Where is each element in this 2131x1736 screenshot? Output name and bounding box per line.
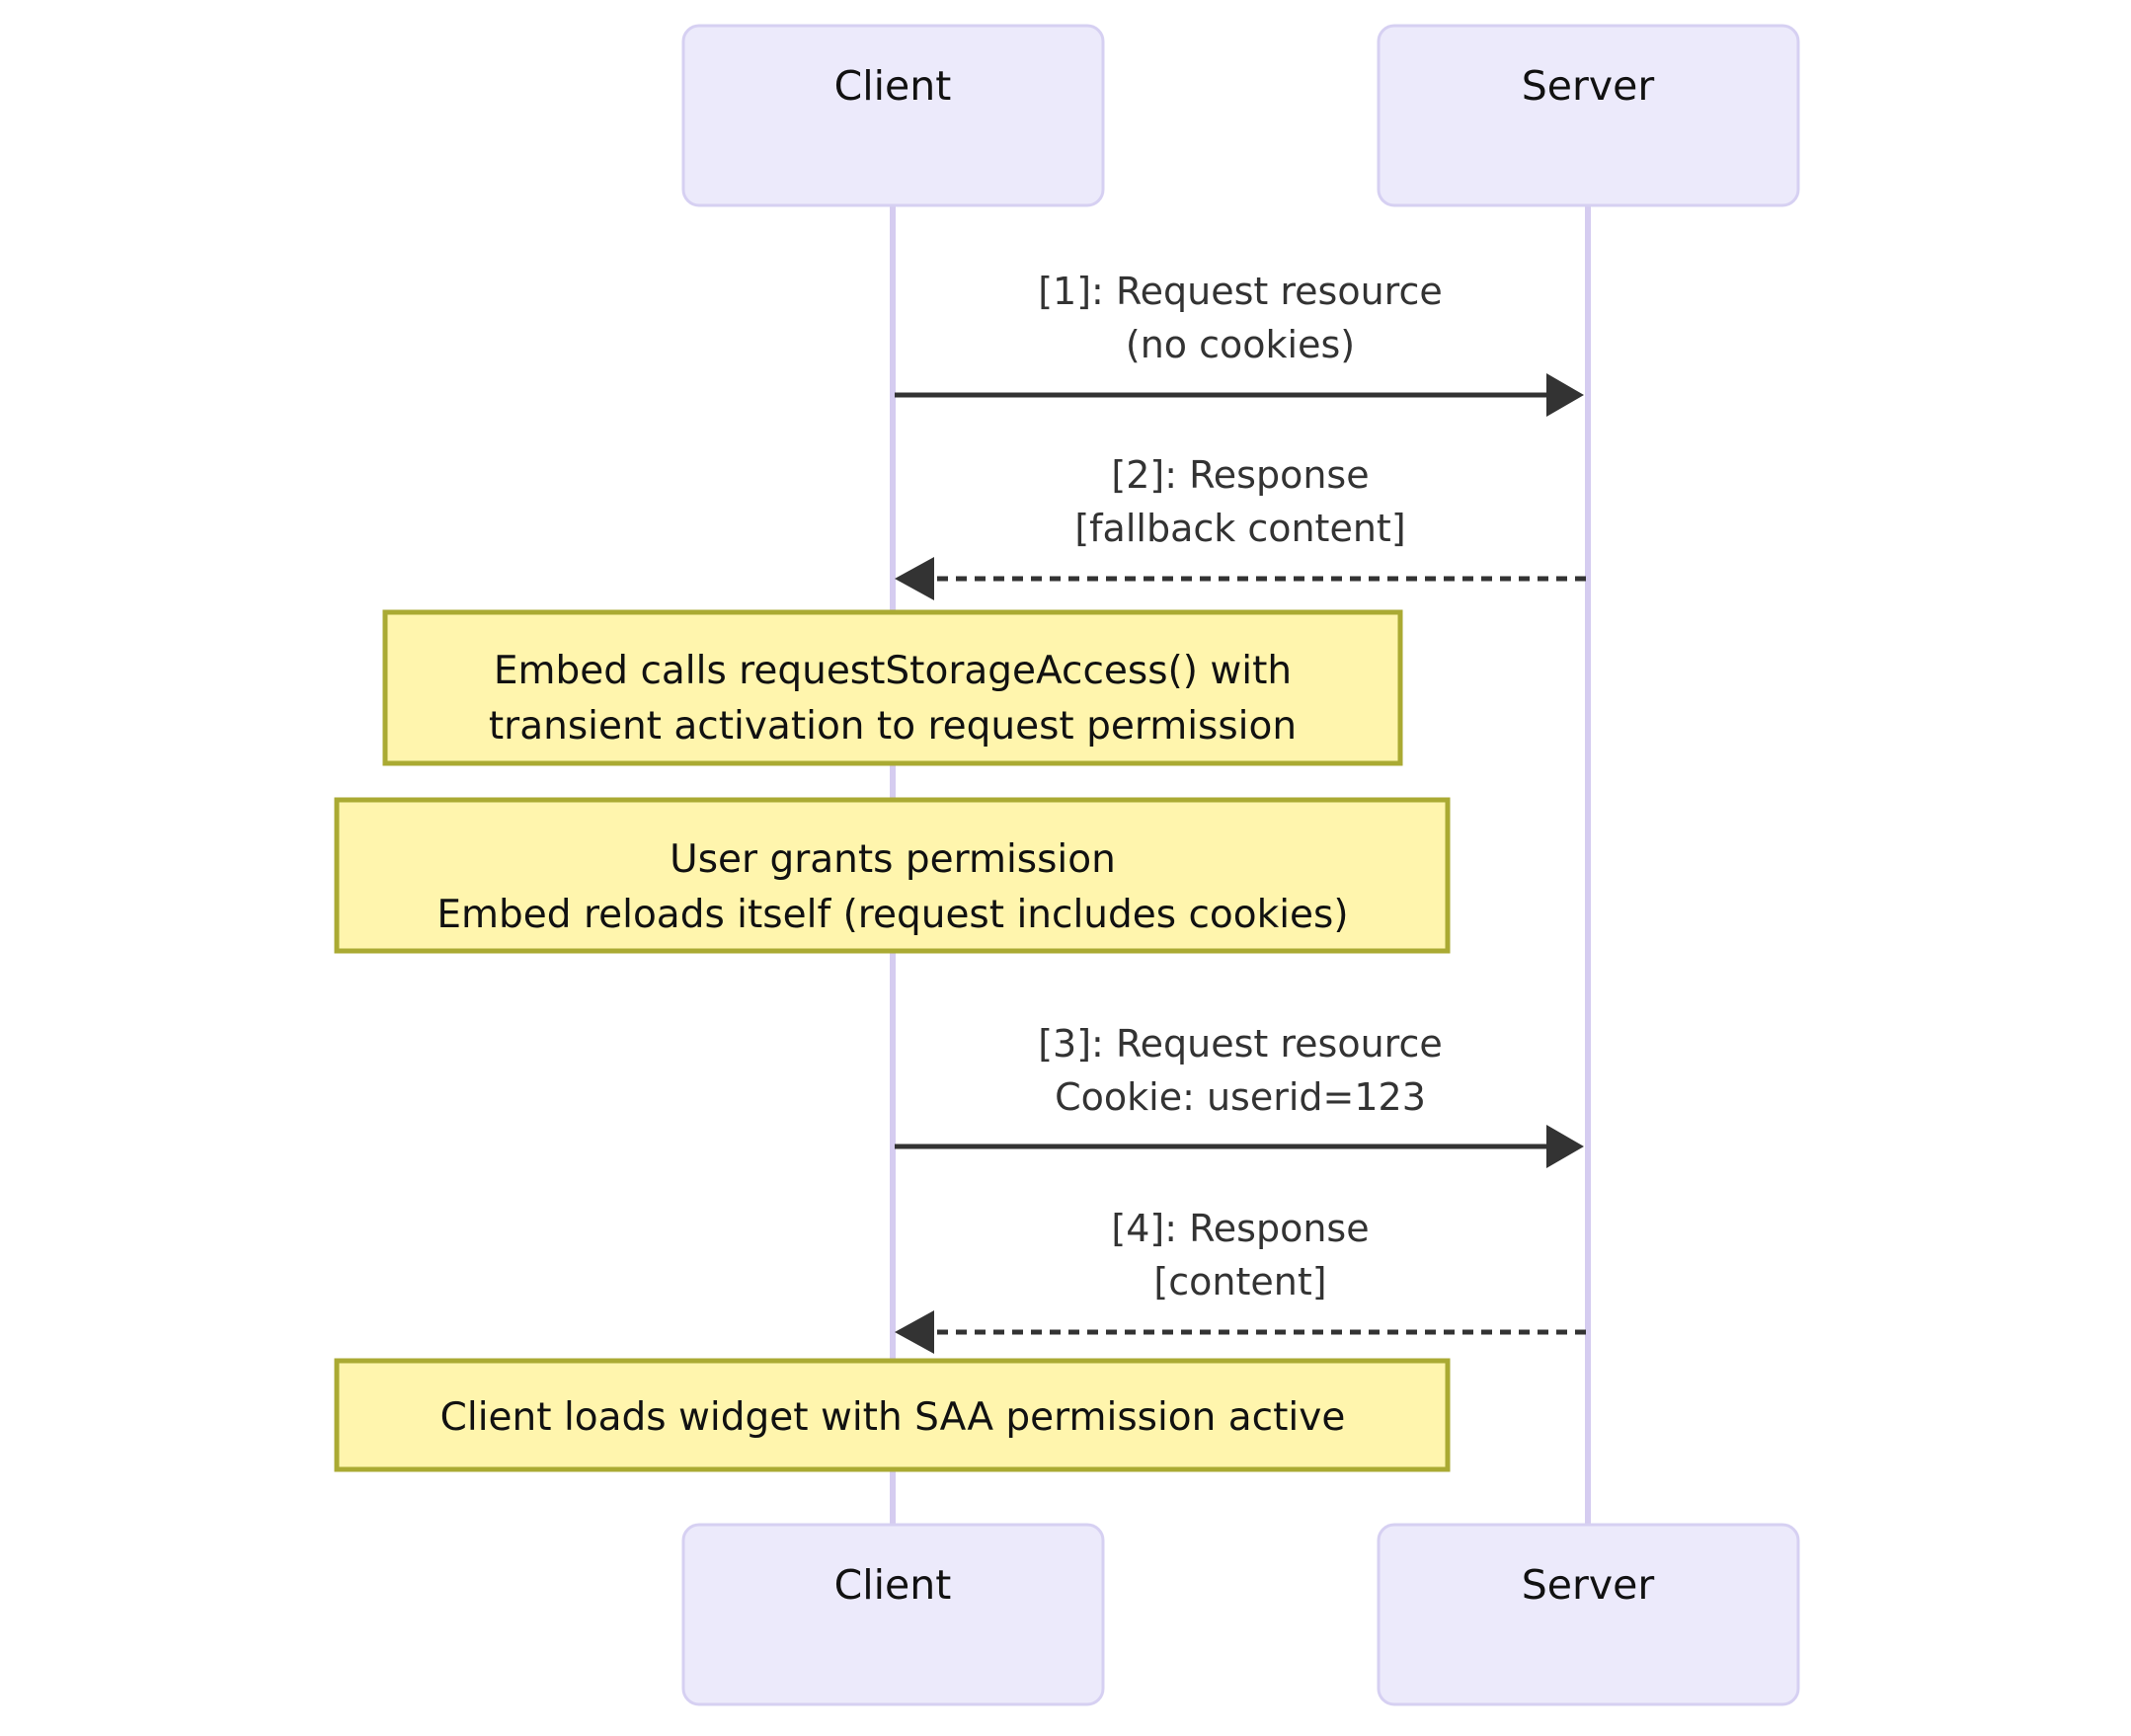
message-2-label-line-1: [2]: Response	[1111, 453, 1369, 497]
message-1-label-line-1: [1]: Request resource	[1038, 270, 1443, 313]
note-3-line-1: Client loads widget with SAA permission …	[440, 1395, 1346, 1440]
actor-box-server-bottom[interactable]	[1377, 1523, 1800, 1706]
actor-header-client[interactable]: Client	[681, 24, 1105, 207]
message-3: [3]: Request resource Cookie: userid=123	[895, 1022, 1584, 1168]
message-1: [1]: Request resource (no cookies)	[895, 270, 1584, 417]
actor-label-client-top: Client	[834, 62, 952, 110]
message-1-label-line-2: (no cookies)	[1126, 323, 1355, 366]
message-3-arrow-head-icon	[1546, 1125, 1584, 1168]
note-2: User grants permission Embed reloads its…	[334, 797, 1451, 954]
actor-footer-server[interactable]: Server	[1377, 1523, 1800, 1706]
message-4-label-line-2: [content]	[1153, 1260, 1326, 1303]
message-4-arrow-head-icon	[895, 1310, 934, 1354]
message-4: [4]: Response [content]	[895, 1207, 1586, 1354]
actor-box-server-top[interactable]	[1377, 24, 1800, 207]
actor-label-server-bottom: Server	[1522, 1561, 1655, 1609]
message-4-label-line-1: [4]: Response	[1111, 1207, 1369, 1250]
message-3-label-line-1: [3]: Request resource	[1038, 1022, 1443, 1065]
message-2-arrow-head-icon	[895, 557, 934, 600]
actor-label-client-bottom: Client	[834, 1561, 952, 1609]
message-1-arrow-head-icon	[1546, 373, 1584, 417]
note-1-box	[382, 609, 1403, 766]
note-1-line-2: transient activation to request permissi…	[489, 704, 1297, 749]
note-2-box	[334, 797, 1451, 954]
note-2-line-2: Embed reloads itself (request includes c…	[436, 893, 1348, 937]
actor-box-client-top[interactable]	[681, 24, 1105, 207]
actor-header-server[interactable]: Server	[1377, 24, 1800, 207]
actor-label-server-top: Server	[1522, 62, 1655, 110]
message-2: [2]: Response [fallback content]	[895, 453, 1586, 600]
message-2-label-line-2: [fallback content]	[1074, 507, 1405, 550]
note-1: Embed calls requestStorageAccess() with …	[382, 609, 1403, 766]
note-3-box	[334, 1358, 1451, 1472]
note-3: Client loads widget with SAA permission …	[334, 1358, 1451, 1472]
note-1-line-1: Embed calls requestStorageAccess() with	[494, 649, 1292, 693]
note-2-line-1: User grants permission	[670, 837, 1116, 882]
message-3-label-line-2: Cookie: userid=123	[1055, 1075, 1426, 1119]
actor-box-client-bottom[interactable]	[681, 1523, 1105, 1706]
actor-footer-client[interactable]: Client	[681, 1523, 1105, 1706]
